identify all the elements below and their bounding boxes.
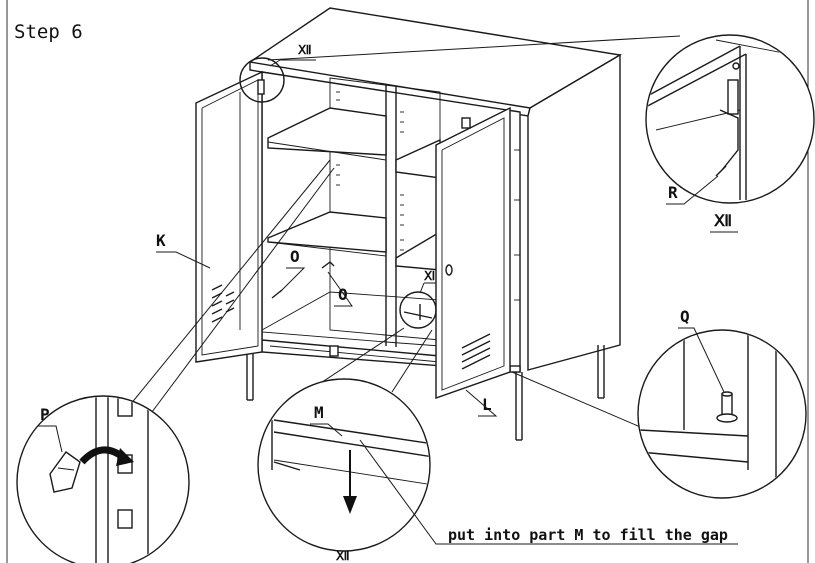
label-detail-xi: Ⅺ: [423, 269, 435, 283]
cabinet: [246, 7, 623, 441]
label-part-k: K: [156, 231, 166, 250]
step-title: Step 6: [14, 21, 83, 43]
label-detail-xii-right: Ⅻ: [713, 211, 732, 230]
label-part-o-right: O: [338, 285, 348, 304]
label-part-p: P: [40, 405, 50, 424]
label-part-l: L: [482, 395, 492, 414]
label-part-o-left: O: [290, 247, 300, 266]
label-part-r: R: [668, 183, 678, 202]
left-door: [195, 70, 265, 363]
detail-m: M Ⅻ: [257, 378, 431, 563]
leader-to-q: [511, 371, 653, 433]
detail-r: R Ⅻ: [645, 34, 815, 233]
right-door: [435, 106, 511, 399]
label-detail-xii-top: Ⅻ: [297, 43, 312, 57]
cabinet-legs: [246, 338, 605, 441]
leader-to-r: [267, 35, 681, 61]
detail-p: P: [16, 395, 190, 563]
leader-to-p: [129, 159, 331, 406]
caption-leader: [359, 439, 738, 545]
label-part-q: Q: [680, 307, 690, 326]
label-detail-xii-bottom: Ⅻ: [335, 549, 350, 563]
detail-circle-xi: [399, 291, 437, 329]
label-part-m: M: [314, 403, 324, 422]
detail-q: Q: [637, 307, 807, 499]
detail-circle-xii-top: [239, 57, 285, 103]
cabinet-side: [527, 53, 621, 371]
caption-text: put into part M to fill the gap: [448, 526, 728, 544]
